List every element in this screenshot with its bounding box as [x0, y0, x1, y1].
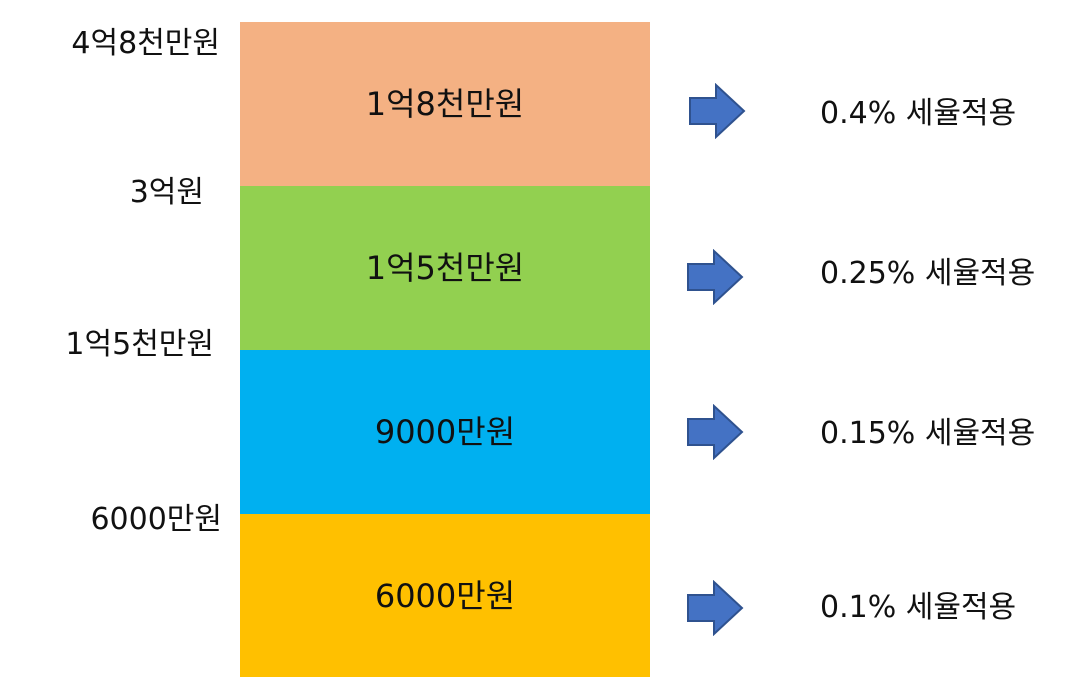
threshold-label-1: 6000만원: [90, 502, 222, 537]
tax-band-block-1: 6000만원: [240, 514, 650, 677]
threshold-label-top: 4억8천만원: [71, 26, 220, 61]
tax-band-amount: 1억8천만원: [365, 85, 525, 123]
tax-band-amount: 9000만원: [374, 413, 516, 451]
tax-rate-label: 0.4% 세율적용: [820, 96, 1017, 131]
tax-band-amount: 1억5천만원: [365, 249, 525, 287]
threshold-label-3: 3억원: [129, 175, 204, 210]
right-arrow-icon: [689, 83, 746, 139]
right-arrow-icon: [687, 249, 744, 305]
tax-band-block-4: 1억8천만원: [240, 22, 650, 186]
threshold-label-2: 1억5천만원: [65, 327, 214, 362]
tax-rate-label: 0.25% 세율적용: [820, 256, 1036, 291]
tax-band-block-2: 9000만원: [240, 350, 650, 514]
tax-rate-label: 0.15% 세율적용: [820, 416, 1036, 451]
tax-rate-label: 0.1% 세율적용: [820, 590, 1017, 625]
right-arrow-icon: [687, 404, 744, 460]
tax-band-amount: 6000만원: [374, 576, 516, 615]
tax-band-block-3: 1억5천만원: [240, 186, 650, 350]
right-arrow-icon: [687, 580, 744, 636]
